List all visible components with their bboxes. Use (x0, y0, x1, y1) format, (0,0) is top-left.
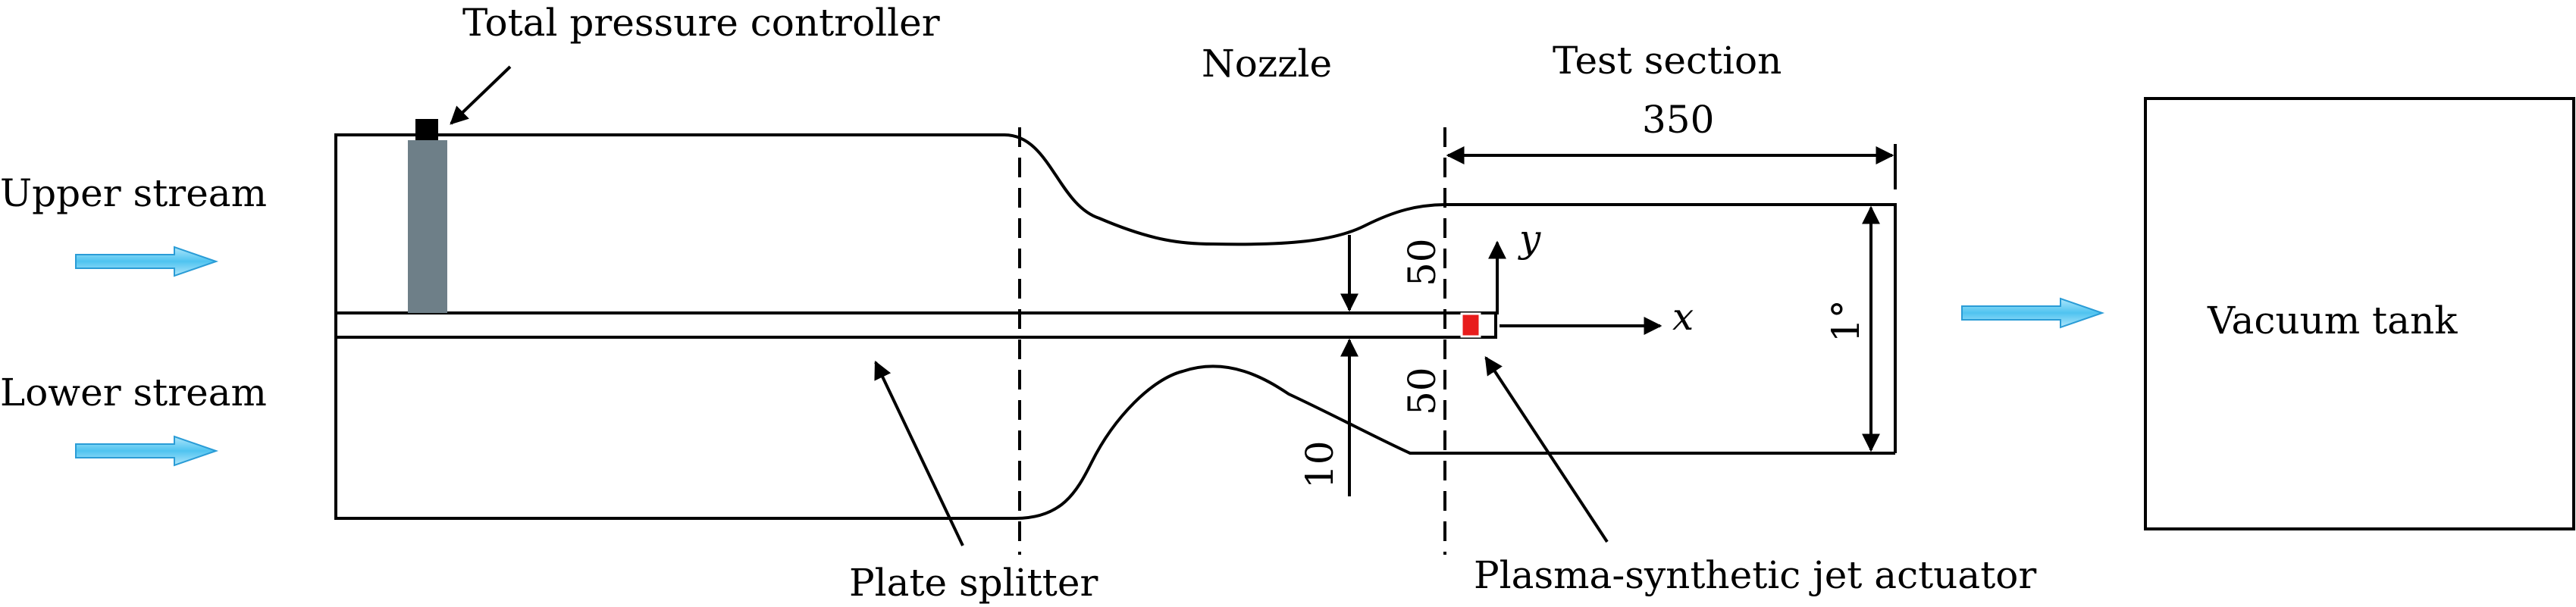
total-pressure-controller-label: Total pressure controller (462, 1, 940, 45)
test-section-label: Test section (1553, 39, 1782, 83)
plasma-jet-actuator (1460, 312, 1481, 338)
plate-splitter-pointer (874, 360, 964, 546)
pressure-controller-cap (415, 119, 438, 140)
upper-height-label: 50 (1400, 238, 1444, 286)
pressure-controller-body (408, 140, 447, 313)
plate-splitter-label: Plate splitter (849, 561, 1098, 605)
lower-stream-label: Lower stream (0, 371, 267, 415)
actuator-label: Plasma-synthetic jet actuator (1474, 553, 2036, 597)
lower-stream-flow-arrow (75, 435, 219, 467)
lower-wall (334, 337, 1895, 520)
divergence-angle-label: 1° (1824, 299, 1868, 343)
vacuum-tank-label: Vacuum tank (2207, 299, 2458, 343)
actuator-pointer (1484, 355, 1609, 543)
vacuum-tank (2144, 97, 2575, 530)
plate-splitter (334, 311, 1497, 339)
lower-height-label: 50 (1400, 367, 1444, 415)
test-section-length-label: 350 (1642, 98, 1714, 142)
splitter-gap-label: 10 (1298, 440, 1342, 489)
upper-stream-flow-arrow (75, 246, 219, 277)
x-axis-label: x (1672, 295, 1694, 339)
pressure-controller-pointer (450, 65, 512, 125)
nozzle-label: Nozzle (1202, 42, 1332, 86)
y-axis-label: y (1518, 217, 1541, 261)
upper-wall (334, 133, 1897, 453)
upper-stream-label: Upper stream (0, 171, 267, 215)
exit-flow-arrow (1961, 297, 2105, 329)
